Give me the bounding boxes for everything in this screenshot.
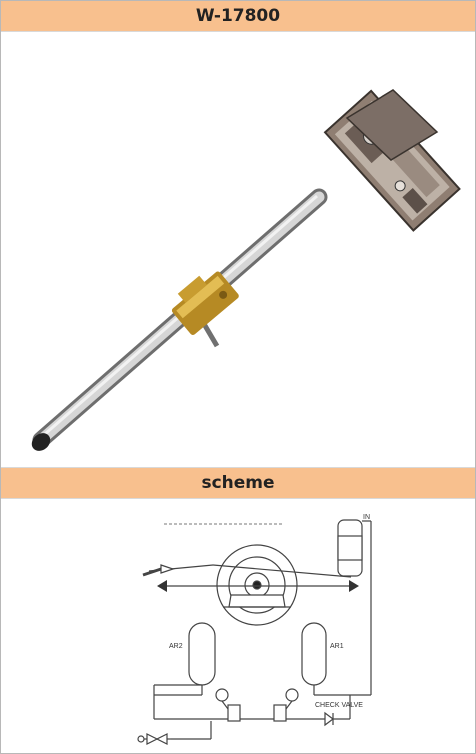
in-label: IN bbox=[363, 514, 370, 521]
product-code-header: W-17800 bbox=[1, 1, 475, 32]
scheme-header: scheme bbox=[1, 467, 475, 499]
ar2-label: AR2 bbox=[169, 643, 183, 650]
ar1-label: AR1 bbox=[330, 643, 344, 650]
pneumatic-scheme-diagram: IN AR2 AR1 CHECK VALVE bbox=[137, 514, 372, 745]
product-photo bbox=[31, 89, 461, 451]
check-valve-label: CHECK VALVE bbox=[315, 702, 363, 709]
